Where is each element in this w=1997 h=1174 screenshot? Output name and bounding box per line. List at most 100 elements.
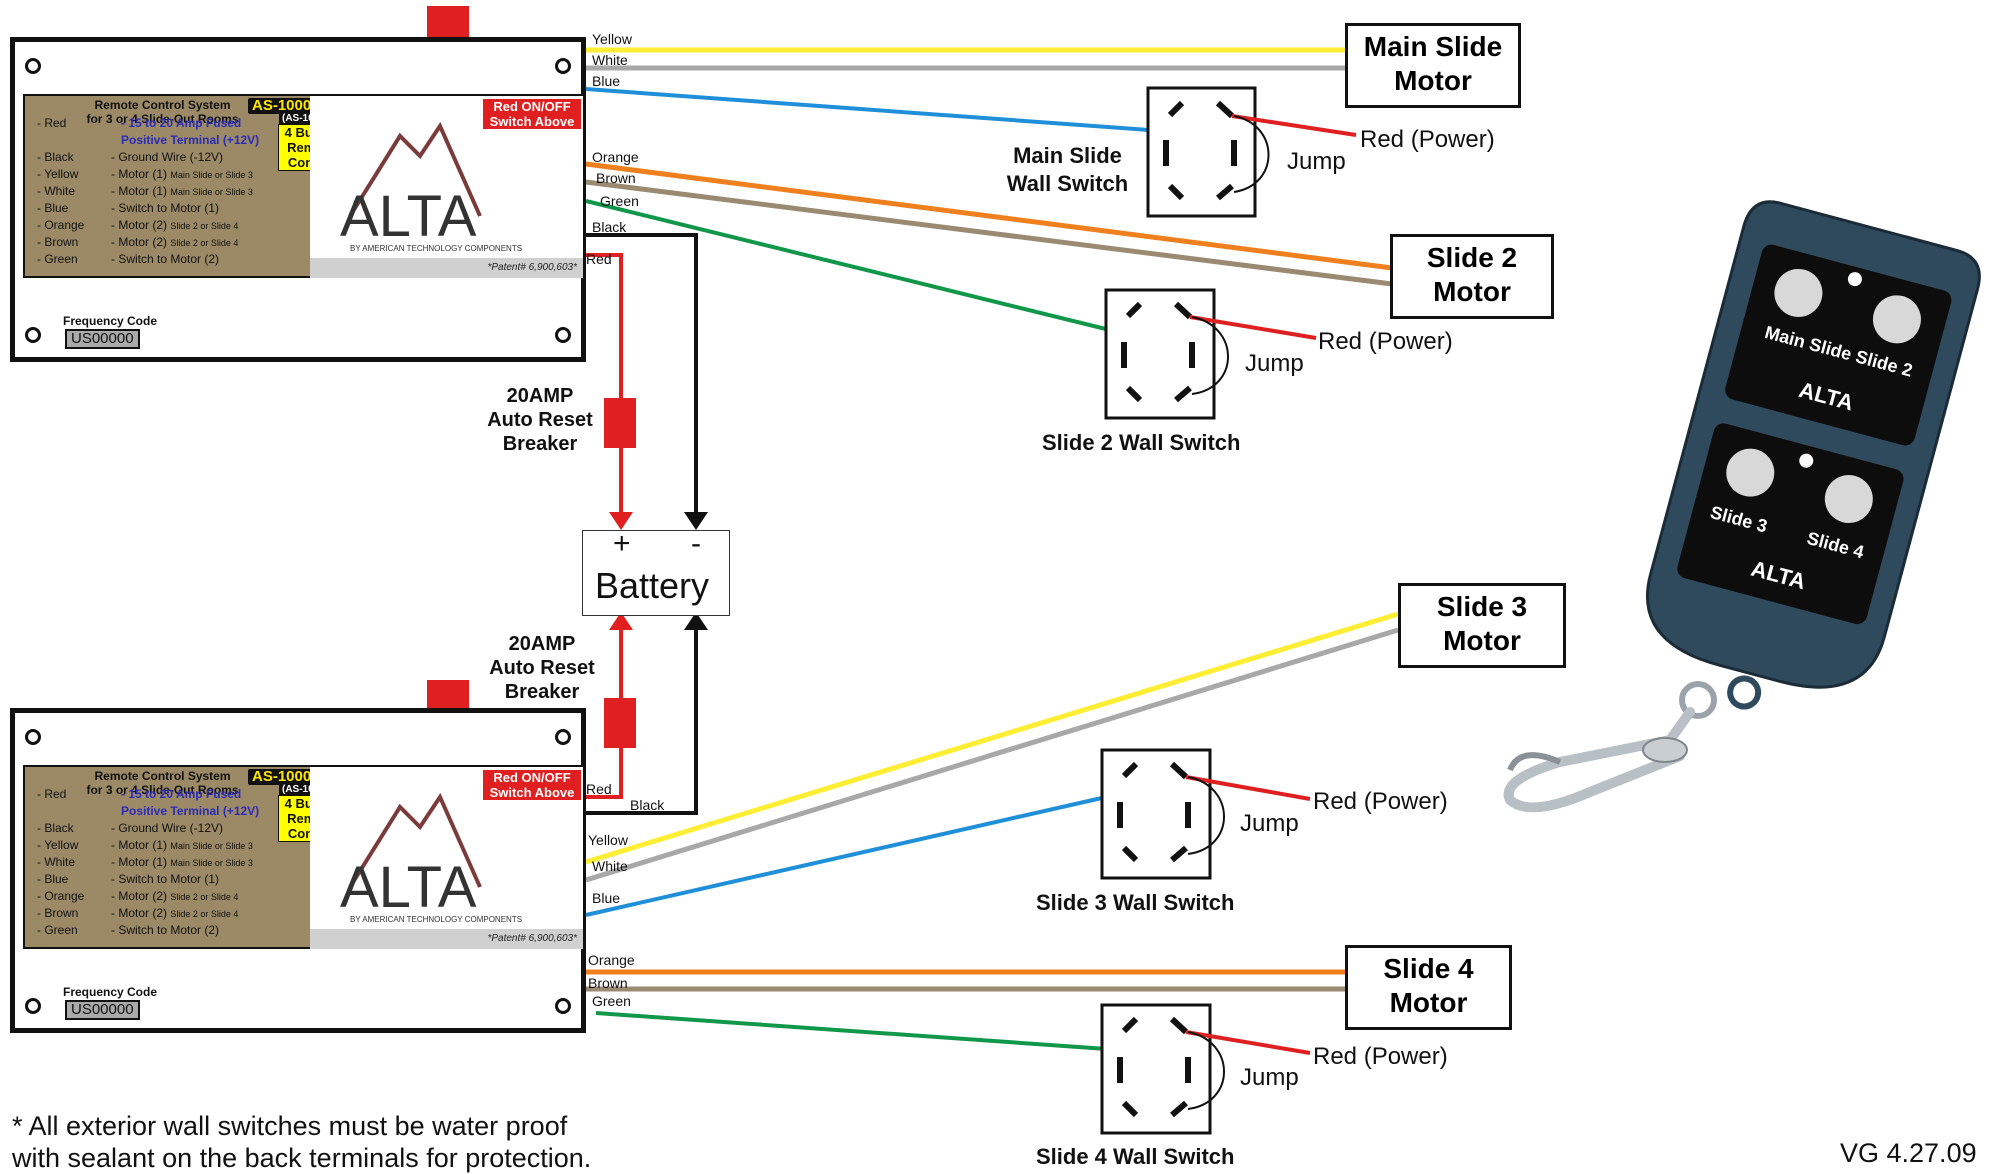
slide4-wall-switch-label: Slide 4 Wall Switch	[1036, 1144, 1235, 1169]
wire-color: - White	[37, 184, 76, 198]
battery-label: Battery	[595, 565, 710, 606]
wire-desc: - Switch to Motor (1)	[111, 201, 220, 215]
key-clip	[1503, 681, 1717, 813]
battery-minus: -	[691, 527, 701, 560]
wire-white-slide3	[585, 627, 1399, 883]
jump-label: Jump	[1287, 148, 1346, 175]
wire-green-slide4-switch	[595, 1011, 1186, 1070]
alta-mountain-icon: ALTA BY AMERICAN TECHNOLOGY COMPONENTS	[340, 121, 522, 253]
version-label: VG 4.27.09	[1840, 1138, 1977, 1168]
red-power-label: Red (Power)	[1360, 126, 1495, 153]
wire-label-black: Black	[630, 797, 665, 813]
wire-desc: - Motor (2) Slide 2 or Slide 4	[111, 906, 239, 920]
wire-green-slide2-switch	[585, 199, 1191, 352]
wire-color: - Black	[37, 150, 74, 164]
wire-desc: - Switch to Motor (2)	[111, 252, 220, 266]
wire-black-bottom	[586, 630, 698, 815]
wire-label-green: Green	[592, 993, 631, 1009]
wire-label-black: Black	[592, 219, 627, 235]
wire-label-brown: Brown	[588, 975, 628, 991]
wire-desc: - Motor (2) Slide 2 or Slide 4	[111, 235, 239, 249]
wire-desc: - Motor (1) Main Slide or Slide 3	[111, 167, 253, 181]
mount-hole	[555, 58, 571, 74]
wire-desc: - 15 to 20 Amp Fused	[121, 787, 242, 801]
wire-label-red: Red	[586, 251, 612, 267]
wire-black-top	[586, 233, 698, 512]
slide2-wall-switch-label: Slide 2 Wall Switch	[1042, 430, 1241, 455]
wire-red-top	[586, 253, 623, 400]
mount-hole	[25, 729, 41, 745]
svg-text:ALTA: ALTA	[340, 184, 477, 249]
remote-fob: Main Slide Slide 2 Slide 3 Slide 4 ALTA …	[1645, 200, 1981, 710]
wire-color: - Blue	[37, 872, 69, 886]
wire-color: - Green	[37, 252, 78, 266]
wire-color: - Black	[37, 821, 74, 835]
fob-button-slide2[interactable]	[1868, 290, 1927, 349]
slide2-wall-switch[interactable]	[1104, 288, 1317, 420]
frequency-label: Frequency Code	[63, 985, 158, 999]
wire-desc: - Motor (1) Main Slide or Slide 3	[111, 855, 253, 869]
wire-label-orange: Orange	[592, 149, 639, 165]
wire-desc: - Motor (2) Slide 2 or Slide 4	[111, 889, 239, 903]
wire-color: - Brown	[37, 906, 79, 920]
slide3-wall-switch[interactable]	[1100, 748, 1311, 880]
wire-label-red: Red	[586, 781, 612, 797]
patent-text: *Patent# 6,900,603*	[310, 929, 583, 949]
mount-hole	[25, 327, 41, 343]
wire-desc: - Motor (2) Slide 2 or Slide 4	[111, 218, 239, 232]
wire-desc: - Ground Wire (-12V)	[111, 821, 224, 835]
wire-label-orange: Orange	[588, 952, 635, 968]
controller-1-onoff-switch[interactable]	[427, 6, 469, 40]
wire-desc: - Switch to Motor (1)	[111, 872, 220, 886]
wire-color: - Brown	[37, 235, 79, 249]
fob-button-slide3[interactable]	[1721, 443, 1780, 502]
mount-hole	[555, 729, 571, 745]
wire-orange-slide2	[585, 161, 1393, 271]
slide4-wall-switch[interactable]	[1100, 1003, 1311, 1135]
breaker-bottom	[604, 698, 636, 748]
jump-label: Jump	[1240, 1064, 1299, 1091]
wire-color: - Orange	[37, 218, 85, 232]
wire-label-brown: Brown	[596, 170, 636, 186]
frequency-code: US00000	[65, 329, 140, 349]
wire-desc: - Motor (1) Main Slide or Slide 3	[111, 184, 253, 198]
wire-label-green: Green	[600, 193, 639, 209]
red-power-label: Red (Power)	[1318, 328, 1453, 355]
wire-color: - Yellow	[37, 167, 79, 181]
alta-mountain-icon: ALTA BY AMERICAN TECHNOLOGY COMPONENTS	[340, 792, 522, 924]
breaker-top	[604, 398, 636, 448]
mount-hole	[555, 998, 571, 1014]
svg-text:BY AMERICAN TECHNOLOGY COMPONE: BY AMERICAN TECHNOLOGY COMPONENTS	[350, 915, 522, 924]
mount-hole	[25, 998, 41, 1014]
wire-desc: Positive Terminal (+12V)	[121, 804, 260, 818]
frequency-code: US00000	[65, 1000, 140, 1020]
fob-button-slide4[interactable]	[1819, 470, 1878, 529]
fob-button-main-slide[interactable]	[1769, 264, 1828, 323]
svg-text:ALTA: ALTA	[340, 855, 477, 920]
jump-label: Jump	[1240, 810, 1299, 837]
wire-color: - Yellow	[37, 838, 79, 852]
mount-hole	[25, 58, 41, 74]
wire-color: - Red	[37, 787, 67, 801]
wire-label-blue: Blue	[592, 73, 621, 89]
main-slide-wall-switch[interactable]	[1146, 86, 1357, 218]
wire-color: - White	[37, 855, 76, 869]
wire-color: - Red	[37, 116, 67, 130]
battery[interactable]: + - Battery	[582, 527, 730, 616]
wire-label-blue: Blue	[592, 890, 621, 906]
